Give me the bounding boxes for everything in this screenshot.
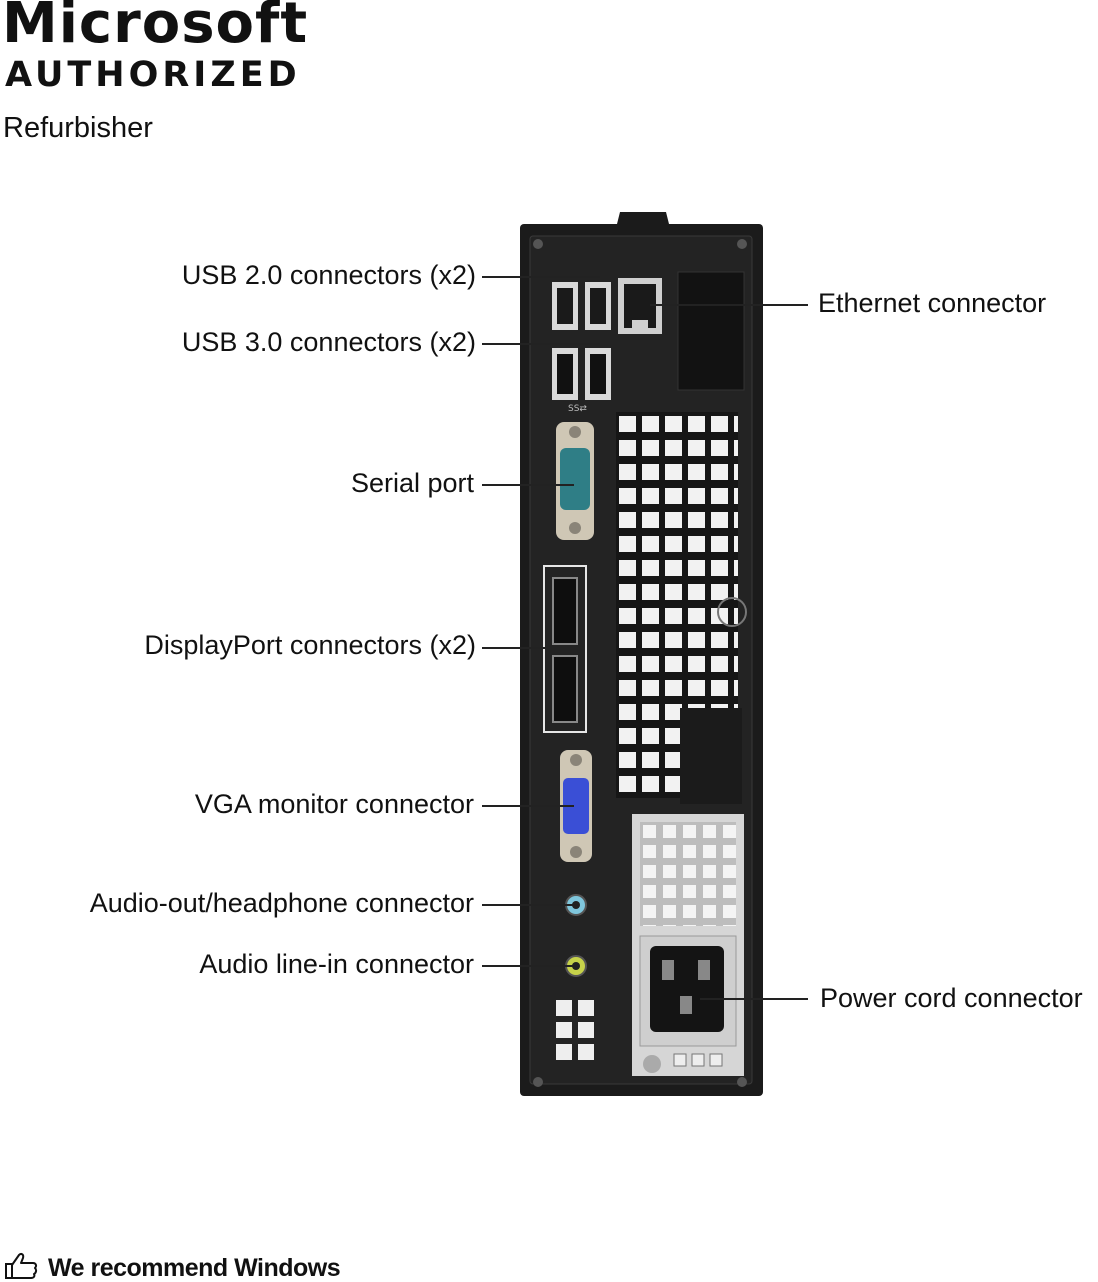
vga-port [560, 750, 592, 862]
leader-displayport [482, 647, 546, 649]
leader-usb2 [482, 276, 600, 278]
ethernet-port [618, 278, 662, 334]
leader-serial [482, 484, 574, 486]
label-serial: Serial port [350, 468, 474, 498]
label-usb3: USB 3.0 connectors (x2) [181, 327, 476, 357]
badge-role: Refurbisher [3, 112, 153, 144]
usb2-ports [552, 282, 611, 330]
expansion-slot-cover [677, 271, 745, 391]
badge-status: AUTHORIZED [5, 55, 301, 95]
serial-port [556, 422, 594, 540]
label-vga: VGA monitor connector [194, 789, 474, 819]
leader-audio-in [482, 965, 574, 967]
leader-power [700, 998, 808, 1000]
label-displayport: DisplayPort connectors (x2) [144, 630, 476, 660]
displayport-ports [543, 565, 587, 733]
power-cord-socket [650, 946, 724, 1032]
label-audio-out: Audio-out/headphone connector [89, 888, 474, 918]
grill-logo [717, 597, 747, 627]
leader-ethernet [650, 304, 808, 306]
screw-bottom-right [737, 1077, 747, 1087]
grill-lower-mask [680, 708, 742, 804]
audio-out-jack-hole [572, 901, 580, 909]
label-ethernet: Ethernet connector [818, 288, 1047, 318]
thumbs-up-icon [5, 1253, 38, 1279]
power-supply [632, 814, 744, 1076]
leader-usb3 [482, 343, 600, 345]
label-audio-in: Audio line-in connector [199, 949, 474, 979]
usb3-ports: SS⇄ [552, 348, 611, 414]
footer-text: We recommend Windows [48, 1254, 341, 1282]
audio-in-jack-hole [572, 962, 580, 970]
screw-bottom-left [533, 1077, 543, 1087]
lower-vents [556, 1000, 594, 1060]
leader-vga [482, 805, 574, 807]
label-power: Power cord connector [820, 983, 1083, 1013]
screw-top-left [533, 239, 543, 249]
screw-top-right [737, 239, 747, 249]
svg-text:SS⇄: SS⇄ [568, 404, 587, 414]
badge-brand: Microsoft [2, 0, 309, 56]
leader-audio-out [482, 904, 574, 906]
label-usb2: USB 2.0 connectors (x2) [181, 260, 476, 290]
